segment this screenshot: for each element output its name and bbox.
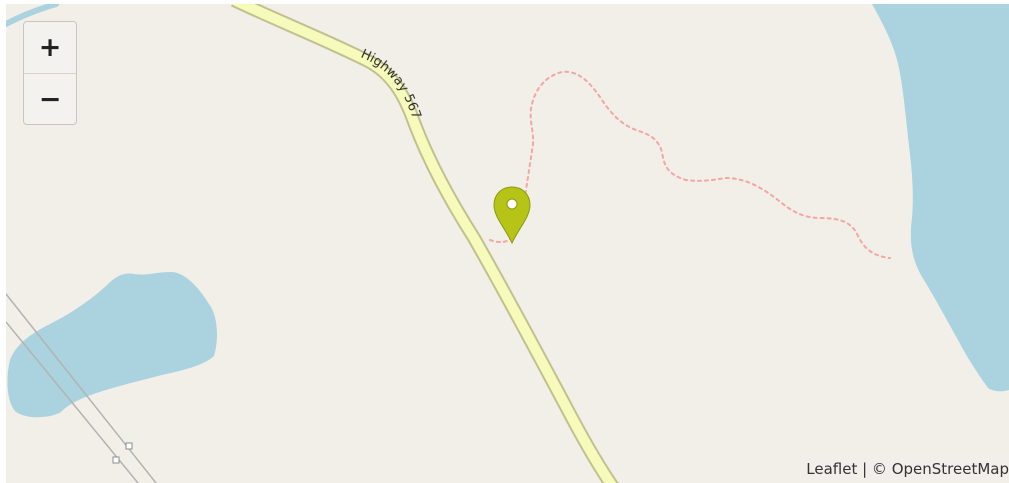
rail-line-b	[6, 321, 139, 483]
zoom-control: + −	[23, 21, 77, 125]
highway-fill	[231, 4, 617, 483]
trail-path	[489, 70, 891, 259]
map-pin-body	[493, 186, 531, 245]
osm-link[interactable]: OpenStreetMap	[891, 460, 1009, 478]
rail-line-a	[6, 293, 157, 483]
map-attribution: Leaflet | © OpenStreetMap	[802, 458, 1009, 480]
attribution-separator: | ©	[857, 460, 892, 478]
zoom-out-button[interactable]: −	[38, 84, 62, 115]
lake-water	[7, 272, 217, 418]
map-pin-hole	[506, 198, 518, 210]
map-pin-icon	[493, 186, 531, 245]
highway-casing	[230, 4, 619, 483]
rail-node-a	[125, 442, 133, 450]
rail-node-b	[112, 456, 120, 464]
map-marker[interactable]	[493, 186, 531, 245]
zoom-in-button[interactable]: +	[24, 22, 76, 74]
map-container[interactable]: Highway 567 + − Leaflet | © OpenStreetMa…	[6, 4, 1009, 483]
stream-water	[6, 4, 59, 27]
river-water	[872, 4, 1009, 392]
leaflet-link[interactable]: Leaflet	[806, 460, 858, 478]
map-tiles[interactable]: Highway 567	[6, 4, 1009, 483]
